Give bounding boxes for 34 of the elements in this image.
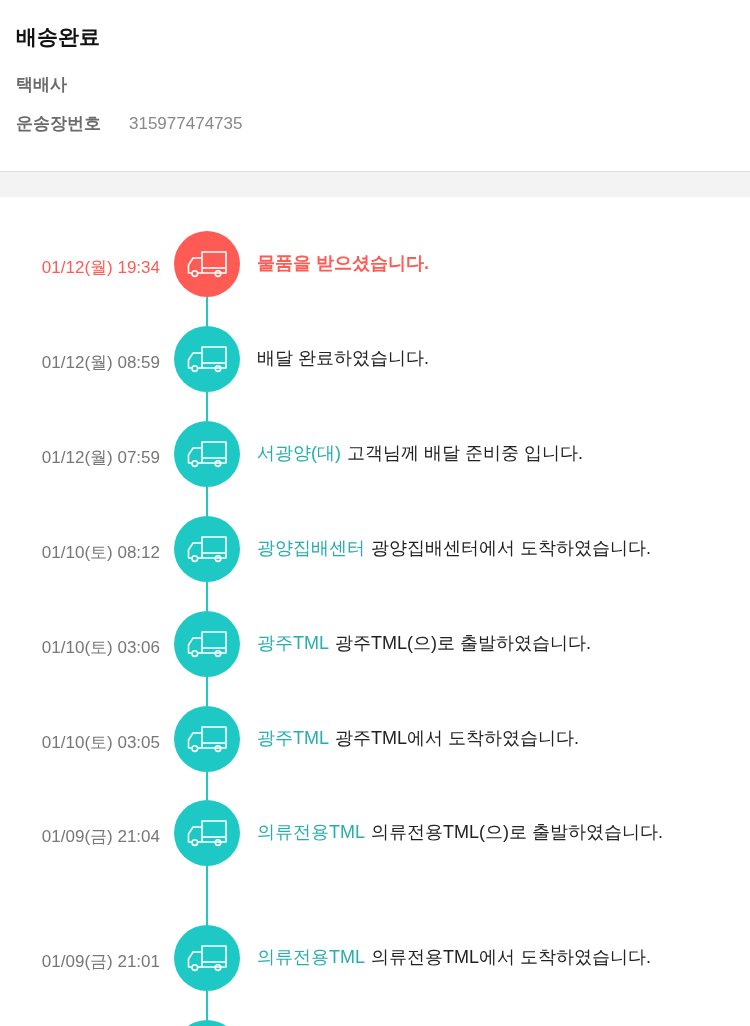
- timeline-connector: [206, 676, 208, 707]
- field-label: 운송장번호: [16, 113, 101, 135]
- status-message: 광양집배센터에서 도착하였습니다.: [371, 537, 651, 560]
- location-name: 광주TML: [257, 727, 329, 750]
- timestamp: 01/09(금) 21:01: [41, 951, 160, 973]
- timeline-connector: [206, 771, 208, 801]
- location-name: 서광양(대): [257, 442, 341, 465]
- timestamp: 01/10(토) 08:12: [41, 542, 160, 564]
- field-label: 택배사: [16, 74, 67, 96]
- status-message: 고객님께 배달 준비중 입니다.: [347, 442, 583, 465]
- status-message: 광주TML(으)로 출발하였습니다.: [335, 632, 591, 655]
- status-message: 배달 완료하였습니다.: [257, 347, 429, 370]
- location-name: 광주TML: [257, 632, 329, 655]
- timeline-connector: [206, 865, 208, 926]
- location-name: 광양집배센터: [257, 537, 365, 560]
- location-name: 의류전용TML: [257, 821, 365, 844]
- timeline-connector: [206, 391, 208, 422]
- status-message: 의류전용TML(으)로 출발하였습니다.: [371, 821, 663, 844]
- timestamp: 01/12(월) 19:34: [41, 257, 160, 279]
- timestamp: 01/10(토) 03:05: [41, 732, 160, 754]
- timeline-connector: [206, 581, 208, 612]
- timeline-connector: [206, 486, 208, 517]
- timestamp: 01/12(월) 08:59: [41, 352, 160, 374]
- timestamp: 01/12(월) 07:59: [41, 447, 160, 469]
- status-message: 의류전용TML에서 도착하였습니다.: [371, 946, 651, 969]
- timeline-connector: [206, 990, 208, 1021]
- field-value: 315977474735: [129, 113, 243, 135]
- location-name: 의류전용TML: [257, 946, 365, 969]
- timestamp: 01/10(토) 03:06: [41, 637, 160, 659]
- status-message: 광주TML에서 도착하였습니다.: [335, 727, 579, 750]
- status-message: 물품을 받으셨습니다.: [257, 252, 429, 275]
- page-title: 배송완료: [16, 24, 100, 50]
- timestamp: 01/09(금) 21:04: [41, 826, 160, 848]
- timeline-connector: [206, 296, 208, 327]
